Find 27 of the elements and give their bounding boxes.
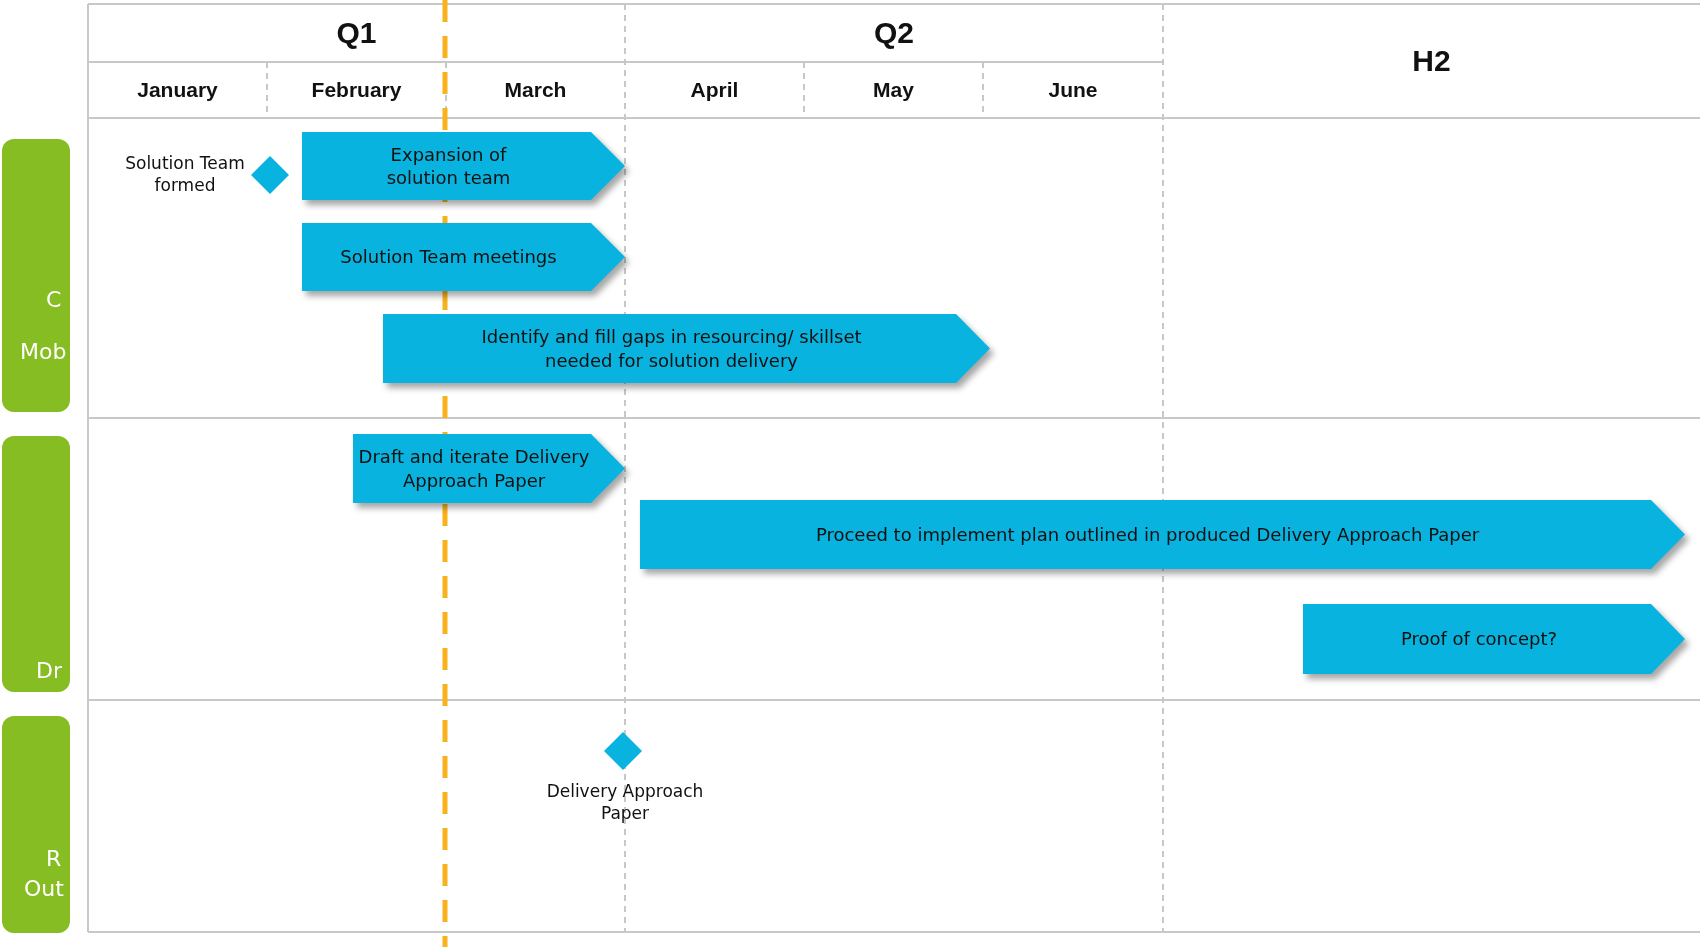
tab-label: C <box>46 287 62 312</box>
milestone-label: Delivery Approach Paper <box>545 780 705 826</box>
category-tab <box>2 436 70 692</box>
milestone-label: Solution Team formed <box>124 152 246 198</box>
milestone-diamond <box>604 732 642 770</box>
tab-label: Dr <box>36 658 62 683</box>
category-tab <box>2 716 70 933</box>
tab-label: Out <box>24 876 64 901</box>
category-tab <box>2 139 70 412</box>
timeline-bar: Proof of concept? <box>1303 604 1685 674</box>
month-heading: April <box>690 78 739 102</box>
timeline-bar: Proceed to implement plan outlined in produced Delivery Approach Paper <box>640 500 1685 569</box>
timeline-bar: Draft and iterate Delivery Approach Paper <box>353 434 625 503</box>
quarter-heading: Q1 <box>336 16 377 50</box>
timeline-bar: Solution Team meetings <box>302 223 625 291</box>
timeline-bar: Identify and fill gaps in resourcing/ skillset needed for solution delivery <box>383 314 990 383</box>
month-heading: June <box>1048 78 1098 102</box>
tab-label: R <box>46 846 62 871</box>
month-heading: January <box>137 78 218 102</box>
tab-label: Mob <box>20 339 67 364</box>
timeline-bar: Expansion of solution team <box>302 132 625 200</box>
half-year-heading: H2 <box>1412 44 1451 78</box>
month-heading: March <box>504 78 567 102</box>
milestone-diamond <box>251 156 289 194</box>
month-heading: May <box>873 78 914 102</box>
month-heading: February <box>311 78 402 102</box>
quarter-heading: Q2 <box>874 16 914 50</box>
